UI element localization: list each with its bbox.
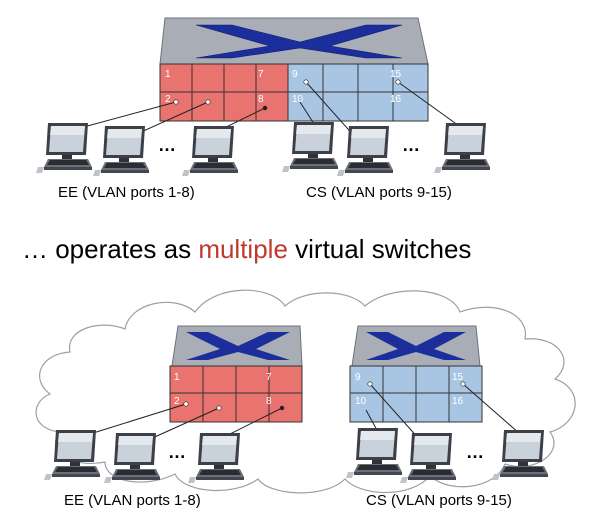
- computer-icon: [93, 126, 149, 176]
- ee-caption: EE (VLAN ports 1-8): [64, 492, 201, 509]
- port-label: 8: [266, 396, 272, 407]
- port-label: 9: [292, 69, 298, 80]
- port-label: 16: [452, 396, 464, 407]
- computer-icon: [282, 122, 338, 172]
- port-label: 9: [355, 372, 361, 383]
- port-label: 15: [390, 69, 402, 80]
- port-label: 8: [258, 94, 264, 105]
- computer-icon: [337, 126, 393, 176]
- ellipsis: …: [168, 442, 186, 462]
- port-label: 1: [174, 372, 180, 383]
- port-label: 16: [390, 94, 402, 105]
- computer-icon: [36, 123, 92, 173]
- computer-icon: [182, 126, 238, 176]
- cs-caption: CS (VLAN ports 9-15): [366, 492, 512, 509]
- switch-arrows-icon: [366, 332, 466, 360]
- ee-caption: EE (VLAN ports 1-8): [58, 184, 195, 201]
- computer-icon: [434, 123, 490, 173]
- switch-arrows-icon: [186, 332, 290, 360]
- headline: … operates as multiple virtual switches: [22, 234, 471, 264]
- port-label: 10: [292, 94, 304, 105]
- ellipsis: …: [466, 442, 484, 462]
- port-label: 15: [452, 372, 464, 383]
- bottom-ee-switch: 1 7 2 8: [169, 325, 303, 423]
- bottom-cs-switch: 9 15 10 16: [349, 325, 483, 423]
- port-label: 1: [165, 69, 171, 80]
- port-label: 2: [174, 396, 180, 407]
- top-switch: 1 7 2 8 9 15 10 16: [159, 17, 429, 122]
- cs-caption: CS (VLAN ports 9-15): [306, 184, 452, 201]
- computer-icon: [44, 430, 100, 480]
- ellipsis: …: [402, 135, 420, 155]
- port-label: 7: [266, 372, 272, 383]
- ellipsis: …: [158, 135, 176, 155]
- switch-arrows-icon: [195, 24, 403, 59]
- port-label: 10: [355, 396, 367, 407]
- port-label: 7: [258, 69, 264, 80]
- port-label: 2: [165, 94, 171, 105]
